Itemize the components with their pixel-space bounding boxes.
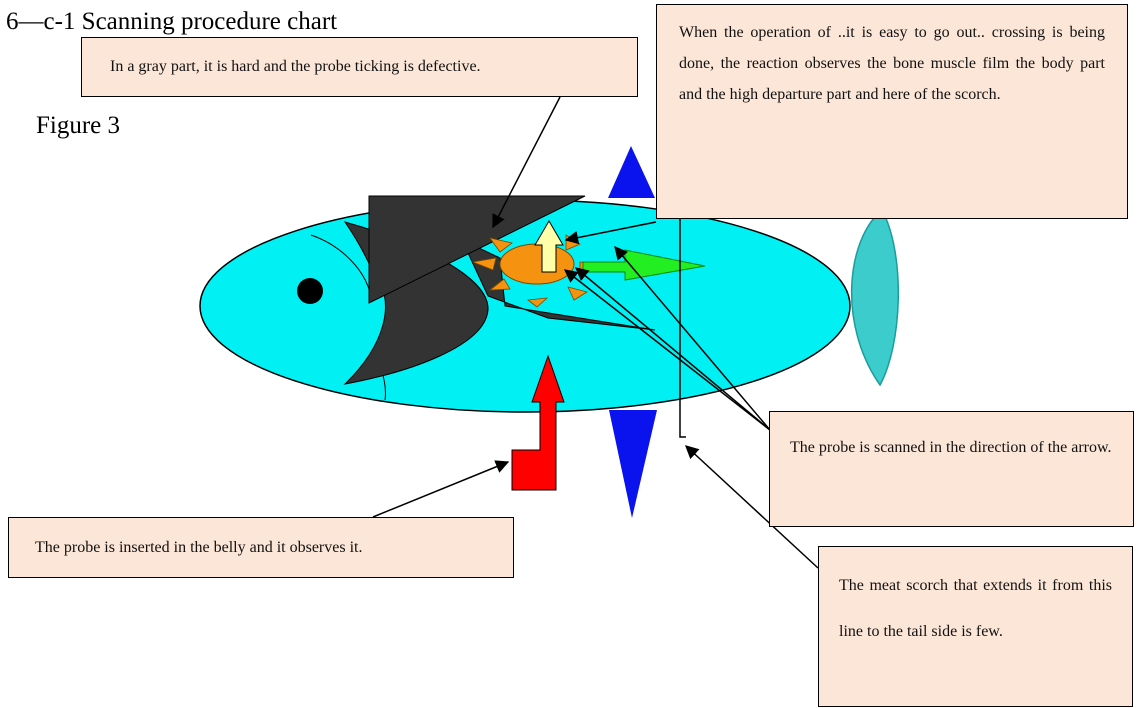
up-arrow xyxy=(534,220,564,273)
chart-title: 6―c-1 Scanning procedure chart xyxy=(6,8,338,35)
meat-scorch-note: The meat scorch that extends it from thi… xyxy=(818,546,1133,707)
gray-region-top xyxy=(368,195,586,304)
operation-note: When the operation of ..it is easy to go… xyxy=(656,4,1128,219)
scan-direction-note: The probe is scanned in the direction of… xyxy=(769,411,1134,527)
scorch-center xyxy=(499,243,575,285)
leader-lines xyxy=(372,96,819,569)
blue-marker-top xyxy=(608,146,655,198)
blue-marker-bottom xyxy=(609,410,657,518)
belly-insertion-note: The probe is inserted in the belly and i… xyxy=(8,517,514,578)
figure-label: Figure 3 xyxy=(36,112,121,139)
fish-body xyxy=(199,199,851,413)
probe-insert-arrow xyxy=(511,354,565,491)
gray-part-note: In a gray part, it is hard and the probe… xyxy=(81,37,638,97)
fish-eye xyxy=(297,278,323,304)
fish-tail xyxy=(850,208,899,387)
boundary-line xyxy=(679,190,686,438)
